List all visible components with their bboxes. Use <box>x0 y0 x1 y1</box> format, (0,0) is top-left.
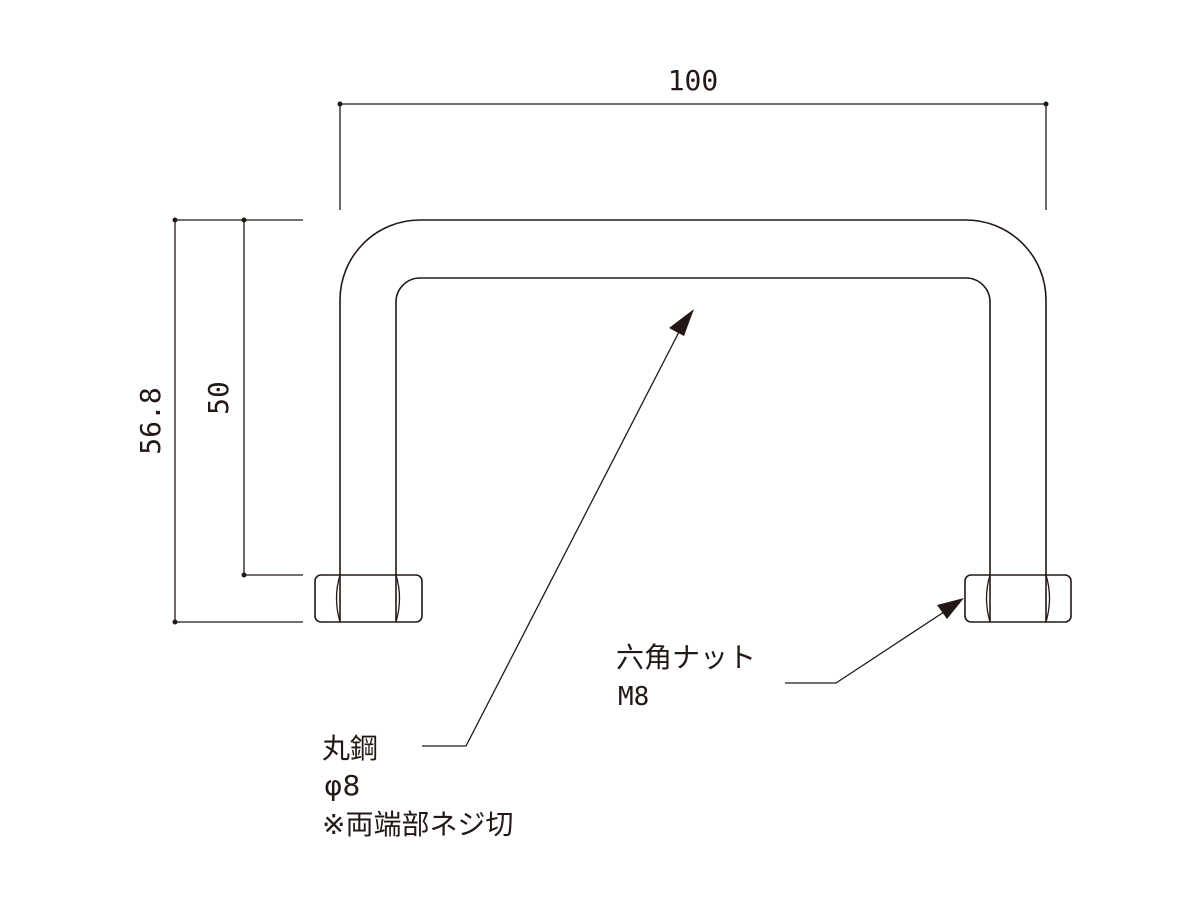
nut-size-label: M8 <box>618 682 649 712</box>
rod-name-label: 丸鋼 <box>322 732 378 765</box>
hex-nut-right <box>964 574 1072 623</box>
dimension-inner-height-label: 50 <box>202 381 235 415</box>
rod-outer-contour <box>339 219 1047 575</box>
dimension-inner-height <box>241 217 303 578</box>
rod-size-label: φ8 <box>324 769 360 802</box>
dimension-outer-height <box>172 217 303 625</box>
dimension-width-label: 100 <box>668 64 719 97</box>
leader-rod <box>422 309 694 747</box>
rod-note-label: ※両端部ネジ切 <box>322 808 513 841</box>
leader-nut <box>785 598 964 684</box>
dimension-outer-height-label: 56.8 <box>134 387 167 454</box>
hex-nut-left <box>314 574 423 623</box>
dimension-width <box>337 101 1049 210</box>
nut-name-label: 六角ナット <box>616 641 756 674</box>
rod-inner-contour <box>395 277 991 575</box>
